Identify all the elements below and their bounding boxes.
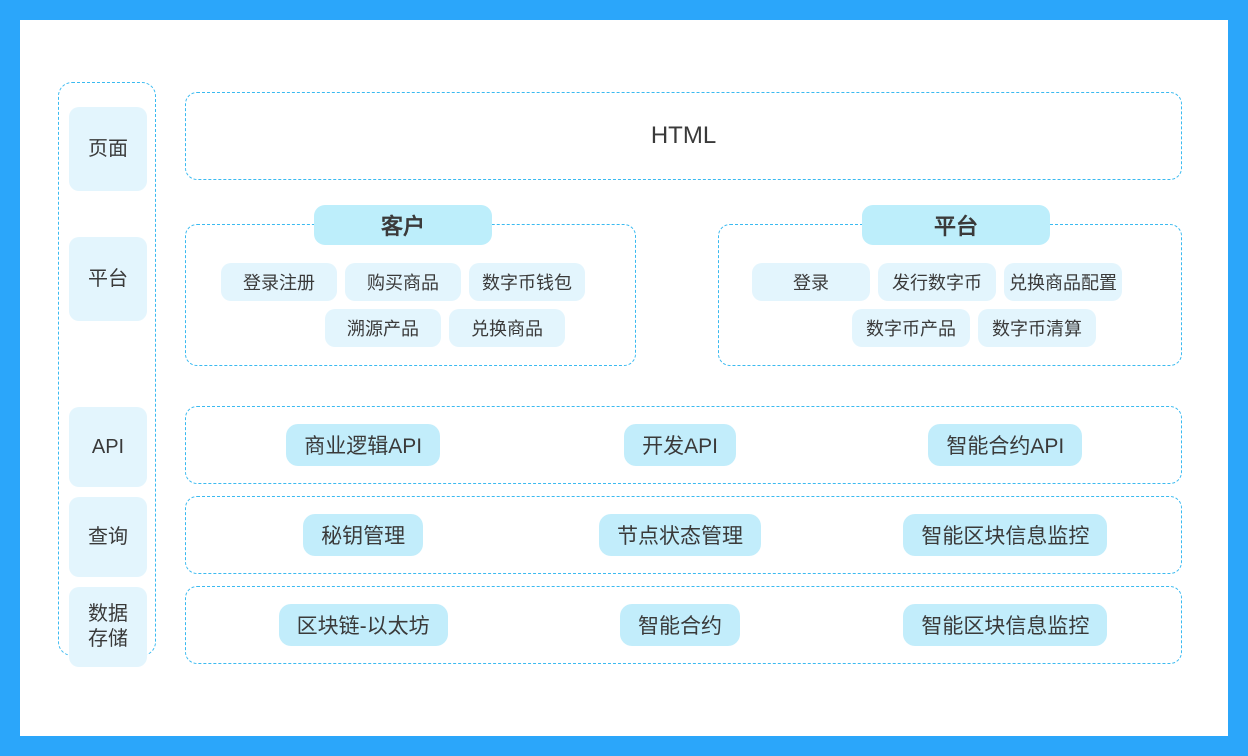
storage-col-1: 区块链-以太坊 — [186, 604, 530, 646]
diagram-canvas: 页面 平台 API 查询 数据 存储 HTML 客户 登录注册 购买商品 数字币… — [20, 20, 1228, 736]
sidebar-item-api[interactable]: API — [69, 407, 147, 487]
layer-sidebar: 页面 平台 API 查询 数据 存储 — [58, 82, 156, 667]
chip-client-traceability[interactable]: 溯源产品 — [325, 309, 441, 347]
chip-storage-blockchain-ethereum[interactable]: 区块链-以太坊 — [278, 604, 448, 646]
group-client-items: 登录注册 购买商品 数字币钱包 溯源产品 兑换商品 — [186, 263, 635, 347]
chip-query-key-management[interactable]: 秘钥管理 — [303, 514, 424, 556]
layer-query: 秘钥管理 节点状态管理 智能区块信息监控 — [185, 496, 1182, 574]
sidebar-item-label: 平台 — [88, 267, 128, 290]
chip-platform-redeem-config[interactable]: 兑换商品配置 — [1004, 263, 1122, 301]
api-col-3: 智能合约API — [830, 424, 1181, 466]
chip-platform-login[interactable]: 登录 — [752, 263, 870, 301]
group-platform-items: 登录 发行数字币 兑换商品配置 数字币产品 数字币清算 — [719, 263, 1181, 347]
chip-api-development[interactable]: 开发API — [624, 424, 736, 466]
layer-storage: 区块链-以太坊 智能合约 智能区块信息监控 — [185, 586, 1182, 664]
group-platform-row-2: 数字币产品 数字币清算 — [719, 309, 1181, 347]
chip-client-redeem-goods[interactable]: 兑换商品 — [449, 309, 565, 347]
group-platform-title: 平台 — [862, 205, 1050, 245]
query-col-2: 节点状态管理 — [530, 514, 829, 556]
chip-client-buy-goods[interactable]: 购买商品 — [345, 263, 461, 301]
chip-query-block-monitor[interactable]: 智能区块信息监控 — [903, 514, 1108, 556]
sidebar-item-label: API — [91, 435, 125, 458]
group-client-row-1: 登录注册 购买商品 数字币钱包 — [186, 263, 635, 301]
chip-client-login-register[interactable]: 登录注册 — [221, 263, 337, 301]
group-client-title: 客户 — [314, 205, 492, 245]
chip-storage-block-monitor[interactable]: 智能区块信息监控 — [903, 604, 1108, 646]
api-col-1: 商业逻辑API — [186, 424, 530, 466]
api-col-2: 开发API — [530, 424, 829, 466]
banner-label: HTML — [650, 122, 717, 149]
chip-query-node-status[interactable]: 节点状态管理 — [599, 514, 762, 556]
sidebar-item-platform[interactable]: 平台 — [69, 237, 147, 321]
chip-storage-smart-contract[interactable]: 智能合约 — [620, 604, 741, 646]
storage-col-3: 智能区块信息监控 — [830, 604, 1181, 646]
chip-platform-currency-product[interactable]: 数字币产品 — [852, 309, 970, 347]
sidebar-item-query[interactable]: 查询 — [69, 497, 147, 577]
query-col-1: 秘钥管理 — [186, 514, 530, 556]
sidebar-item-page[interactable]: 页面 — [69, 107, 147, 191]
storage-col-2: 智能合约 — [530, 604, 829, 646]
chip-platform-issue-currency[interactable]: 发行数字币 — [878, 263, 996, 301]
layer-api: 商业逻辑API 开发API 智能合约API — [185, 406, 1182, 484]
group-platform-row-1: 登录 发行数字币 兑换商品配置 — [719, 263, 1181, 301]
sidebar-item-label: 查询 — [88, 525, 128, 548]
chip-platform-currency-settlement[interactable]: 数字币清算 — [978, 309, 1096, 347]
sidebar-item-label: 数据 存储 — [88, 603, 128, 650]
chip-client-crypto-wallet[interactable]: 数字币钱包 — [469, 263, 585, 301]
group-client: 客户 登录注册 购买商品 数字币钱包 溯源产品 兑换商品 — [185, 205, 636, 366]
chip-api-smart-contract[interactable]: 智能合约API — [928, 424, 1083, 466]
group-client-row-2: 溯源产品 兑换商品 — [186, 309, 635, 347]
group-platform: 平台 登录 发行数字币 兑换商品配置 数字币产品 数字币清算 — [718, 205, 1182, 366]
layer-page-html: HTML — [185, 92, 1182, 180]
sidebar-item-storage[interactable]: 数据 存储 — [69, 587, 147, 667]
chip-api-business-logic[interactable]: 商业逻辑API — [286, 424, 441, 466]
query-col-3: 智能区块信息监控 — [830, 514, 1181, 556]
sidebar-item-label: 页面 — [88, 137, 128, 160]
